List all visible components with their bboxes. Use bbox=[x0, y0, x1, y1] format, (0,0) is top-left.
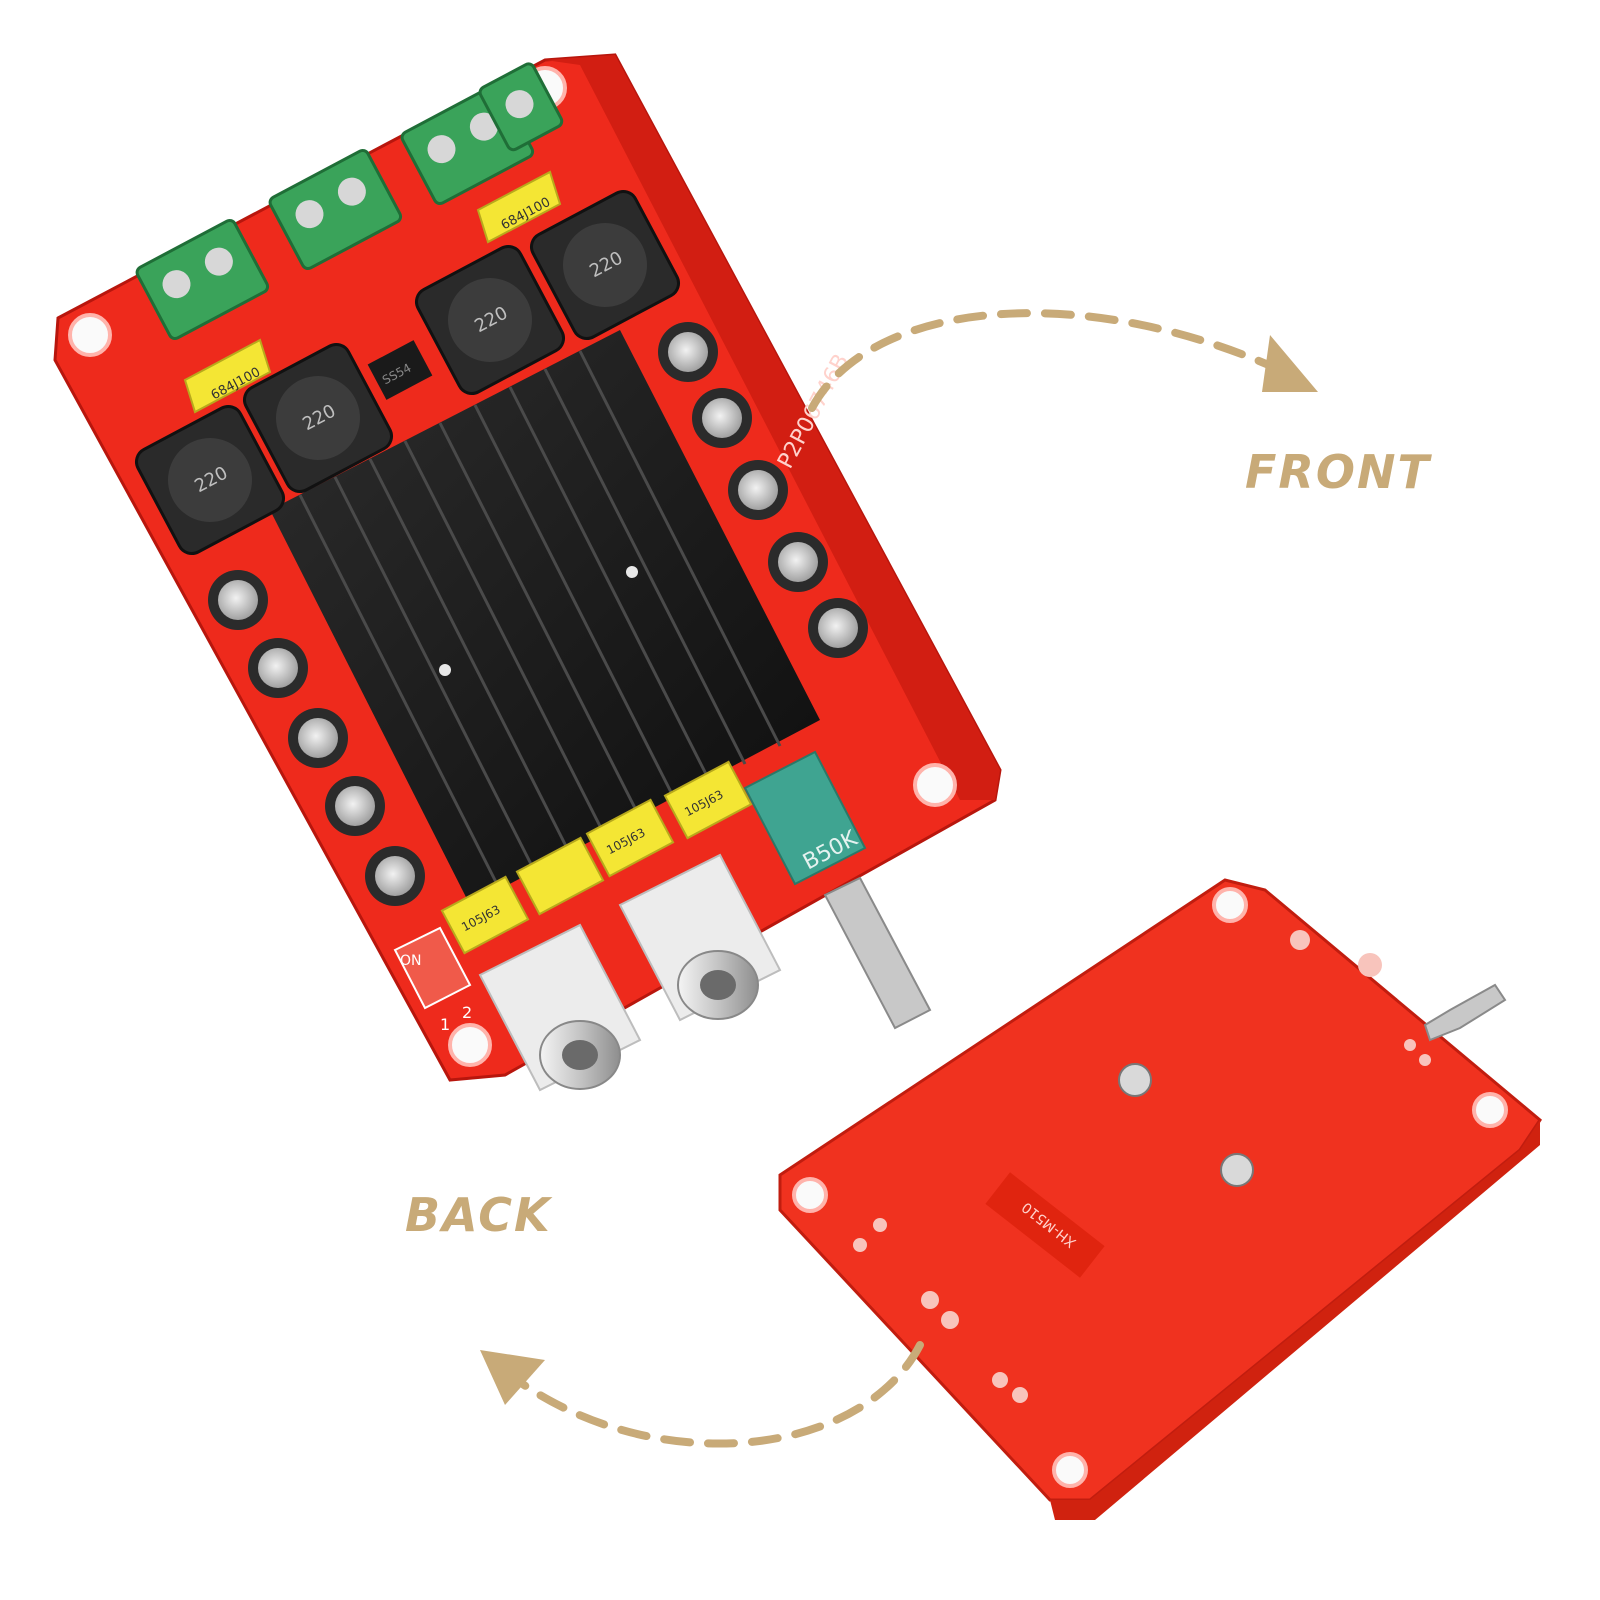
back-mounting-holes bbox=[792, 887, 1508, 1488]
front-label: FRONT bbox=[1245, 445, 1431, 499]
back-model-plate bbox=[985, 1172, 1105, 1278]
film-capacitor-top: 684J100 684J100 bbox=[183, 170, 562, 414]
back-arrow bbox=[506, 1341, 924, 1448]
dip-on-label: ON bbox=[400, 953, 422, 969]
diode: SS54 bbox=[367, 340, 433, 400]
back-pot-shaft bbox=[1423, 983, 1507, 1042]
heatsink-screw bbox=[439, 664, 451, 676]
back-screws bbox=[1118, 1063, 1254, 1187]
dip-2-label: 2 bbox=[462, 1003, 472, 1022]
film-capacitors-bottom: 105J63 105J63 105J63 bbox=[440, 760, 753, 955]
front-board: 684J100 684J100 220 220 220 bbox=[53, 53, 1002, 1092]
back-solder-pads bbox=[853, 930, 1431, 1403]
dip-switch: ON 1 2 bbox=[393, 926, 472, 1034]
inductors: 220 220 220 220 bbox=[134, 189, 681, 556]
heatsink-screw bbox=[626, 566, 638, 578]
speaker-terminals bbox=[135, 62, 564, 341]
front-arrow bbox=[808, 309, 1284, 412]
dip-1-label: 1 bbox=[440, 1015, 450, 1034]
electrolytic-capacitors-left bbox=[208, 570, 425, 906]
back-label: BACK bbox=[405, 1188, 552, 1242]
back-board: XH-M510 bbox=[778, 878, 1542, 1520]
back-arrow-head bbox=[480, 1350, 545, 1405]
heatsink-fins bbox=[298, 350, 782, 891]
heatsink bbox=[270, 330, 820, 905]
pot-shaft bbox=[823, 876, 932, 1030]
mounting-holes bbox=[68, 66, 957, 1067]
front-pcb-edge bbox=[545, 55, 1000, 800]
front-arrow-head bbox=[1262, 335, 1318, 392]
rca-inputs bbox=[478, 853, 782, 1092]
volume-potentiometer: B50K bbox=[743, 750, 932, 1030]
electrolytic-capacitors-right bbox=[658, 322, 868, 658]
